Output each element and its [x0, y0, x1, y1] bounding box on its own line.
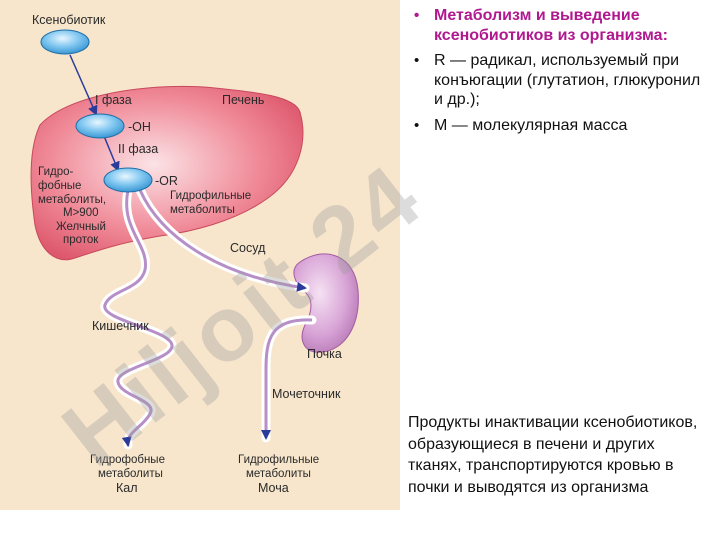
- oh-label: -OH: [128, 120, 151, 134]
- xenobiotic-label: Ксенобиотик: [32, 13, 106, 27]
- intestine-core: [103, 188, 174, 447]
- vessel-core: [138, 189, 307, 292]
- summary-text: Продукты инактивации ксенобиотиков, обра…: [408, 414, 698, 496]
- or-blob: [103, 167, 153, 193]
- ureter-core: [261, 318, 313, 440]
- feces-output-label-1: Гидрофобные: [90, 454, 165, 466]
- hydrophilic-label-1: Гидрофильные: [170, 190, 251, 202]
- urine-label: Моча: [258, 481, 289, 495]
- intestine-label: Кишечник: [92, 319, 149, 333]
- feces-output-label-2: метаболиты: [98, 468, 163, 480]
- bullet-item-radical: R — радикал, используемый при конъюгации…: [408, 51, 708, 110]
- phase1-label: I фаза: [95, 93, 132, 107]
- hydrophobic-label-3: метаболиты,: [38, 194, 106, 206]
- metabolism-diagram: Ксенобиотик I фаза Печень -OH II фаза -O…: [0, 0, 400, 510]
- phase2-label: II фаза: [118, 142, 158, 156]
- bile-duct-label-1: Желчный: [56, 221, 106, 233]
- hydrophobic-label-2: фобные: [38, 180, 81, 192]
- hydrophobic-label-1: Гидро-: [38, 166, 74, 178]
- ureter-label: Мочеточник: [272, 387, 341, 401]
- oh-blob: [75, 113, 125, 139]
- bullet-list: Метаболизм и выведение ксенобиотиков из …: [408, 6, 708, 141]
- urine-output-label-1: Гидрофильные: [238, 454, 319, 466]
- bullet-item-mass: M — молекулярная масса: [408, 116, 708, 136]
- liver-label: Печень: [222, 93, 264, 107]
- bile-duct-label-2: проток: [63, 234, 99, 246]
- hydrophilic-label-2: метаболиты: [170, 204, 235, 216]
- kidney-label: Почка: [307, 347, 342, 361]
- urine-output-label-2: метаболиты: [246, 468, 311, 480]
- arrow-to-phase2: [103, 135, 120, 172]
- xenobiotic-blob: [40, 29, 90, 55]
- vessel-label: Сосуд: [230, 241, 266, 255]
- bullet-title: Метаболизм и выведение ксенобиотиков из …: [408, 6, 708, 45]
- hydrophobic-label-4: М>900: [63, 207, 98, 219]
- arrow-to-phase1: [69, 54, 98, 116]
- feces-label: Кал: [116, 481, 138, 495]
- or-label: -OR: [155, 174, 178, 188]
